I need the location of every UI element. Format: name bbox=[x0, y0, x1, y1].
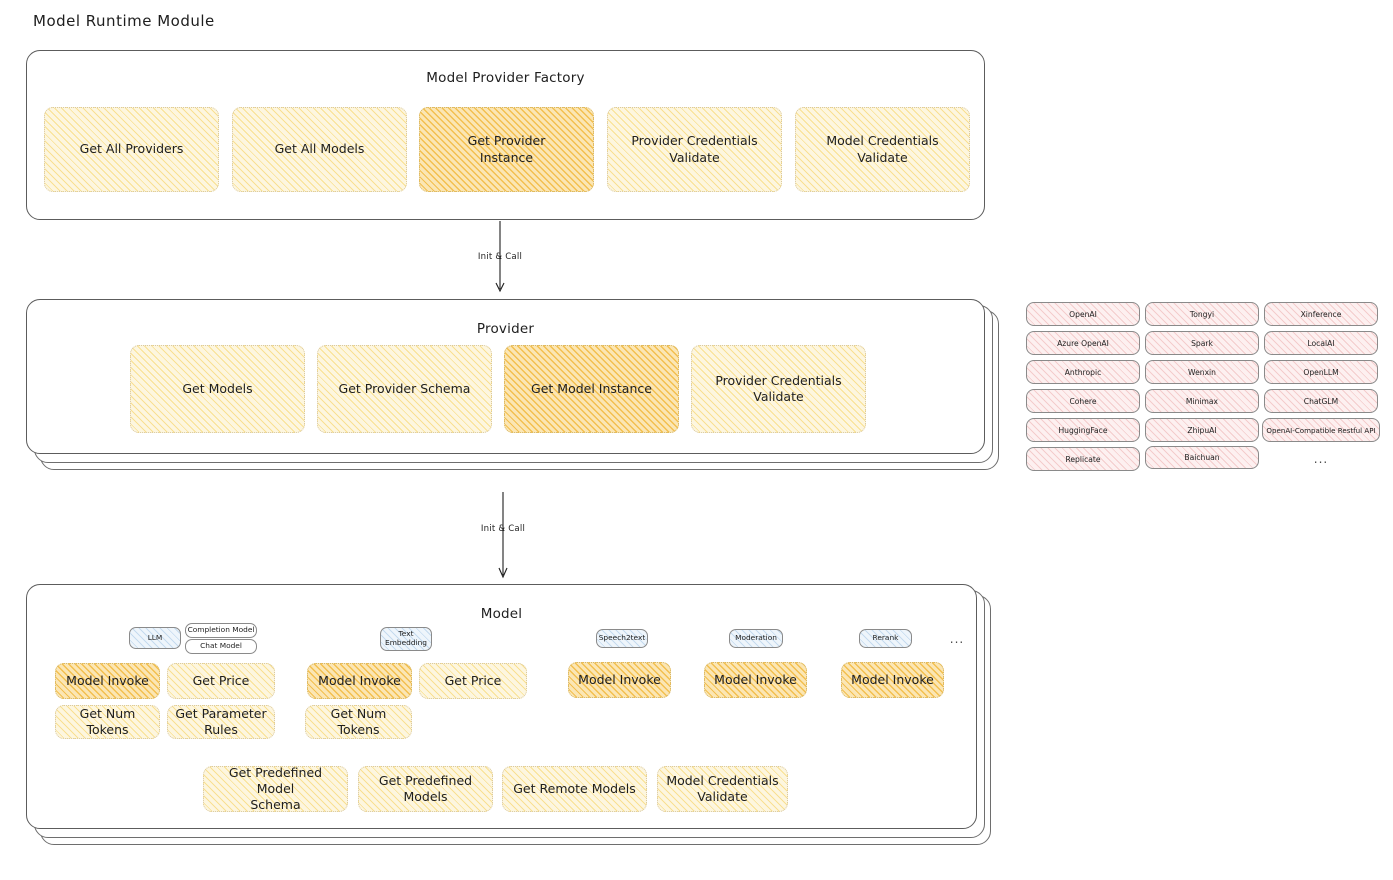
factory-box-label: Get All Models bbox=[274, 141, 365, 157]
moderation-box-model-invoke[interactable]: Model Invoke bbox=[704, 662, 807, 698]
provider-chip-chatglm[interactable]: ChatGLM bbox=[1264, 389, 1378, 413]
rerank-box-model-invoke[interactable]: Model Invoke bbox=[841, 662, 944, 698]
factory-box-label: Get All Providers bbox=[79, 141, 184, 157]
model-type-tag-speech2text[interactable]: Speech2text bbox=[596, 629, 648, 648]
arrow-label-init-and-call-1: Init & Call bbox=[477, 252, 523, 262]
factory-box-get-all-models[interactable]: Get All Models bbox=[232, 107, 407, 192]
page-title: Model Runtime Module bbox=[33, 12, 215, 30]
llm-box-get-parameter-rules[interactable]: Get Parameter Rules bbox=[167, 705, 275, 739]
provider-chip-azure-openai[interactable]: Azure OpenAI bbox=[1026, 331, 1140, 355]
provider-chip-localai[interactable]: LocalAI bbox=[1264, 331, 1378, 355]
arrow-factory-to-provider bbox=[495, 221, 505, 293]
arrow-provider-to-model bbox=[498, 492, 508, 579]
model-type-tag-rerank[interactable]: Rerank bbox=[859, 629, 912, 648]
provider-chip-openai-compatible-restful-api[interactable]: OpenAI-Compatible Restful API bbox=[1262, 418, 1380, 442]
provider-chip-zhipuai[interactable]: ZhipuAI bbox=[1145, 418, 1259, 442]
arrow-label-init-and-call-2: Init & Call bbox=[480, 524, 526, 534]
model-common-box-model-credentials-validate[interactable]: Model Credentials Validate bbox=[657, 766, 788, 812]
provider-box-get-provider-schema[interactable]: Get Provider Schema bbox=[317, 345, 492, 433]
provider-chip-openai[interactable]: OpenAI bbox=[1026, 302, 1140, 326]
factory-box-label: Provider Credentials Validate bbox=[631, 133, 758, 165]
factory-box-model-credentials-validate[interactable]: Model Credentials Validate bbox=[795, 107, 970, 192]
llm-box-get-price[interactable]: Get Price bbox=[167, 663, 275, 699]
provider-box-get-models[interactable]: Get Models bbox=[130, 345, 305, 433]
llm-box-label: Model Invoke bbox=[66, 672, 149, 688]
model-type-tag-text-embedding[interactable]: Text Embedding bbox=[380, 627, 432, 651]
provider-box-label: Get Models bbox=[182, 380, 253, 396]
provider-box-provider-credentials-validate[interactable]: Provider Credentials Validate bbox=[691, 345, 866, 433]
speech2text-box-model-invoke[interactable]: Model Invoke bbox=[568, 662, 671, 698]
factory-box-provider-credentials-validate[interactable]: Provider Credentials Validate bbox=[607, 107, 782, 192]
provider-box-label: Get Provider Schema bbox=[338, 380, 471, 396]
provider-chip-replicate[interactable]: Replicate bbox=[1026, 447, 1140, 471]
provider-chip-xinference[interactable]: Xinference bbox=[1264, 302, 1378, 326]
provider-chip-cohere[interactable]: Cohere bbox=[1026, 389, 1140, 413]
llm-box-model-invoke[interactable]: Model Invoke bbox=[55, 663, 160, 699]
model-subtag-completion-model[interactable]: Completion Model bbox=[185, 623, 257, 638]
factory-title: Model Provider Factory bbox=[426, 70, 585, 86]
rerank-box-label: Model Invoke bbox=[851, 671, 934, 687]
text-embedding-box-label: Get Num Tokens bbox=[330, 705, 387, 737]
provider-chip-wenxin[interactable]: Wenxin bbox=[1145, 360, 1259, 384]
model-common-box-label: Get Predefined Models bbox=[378, 772, 473, 804]
factory-box-label: Get Provider Instance bbox=[467, 133, 546, 165]
text-embedding-box-label: Get Price bbox=[444, 672, 502, 688]
provider-chip-huggingface[interactable]: HuggingFace bbox=[1026, 418, 1140, 442]
llm-box-label: Get Parameter Rules bbox=[175, 705, 267, 737]
llm-box-get-num-tokens[interactable]: Get Num Tokens bbox=[55, 705, 160, 739]
text-embedding-box-get-price[interactable]: Get Price bbox=[419, 663, 527, 699]
model-common-box-label: Get Remote Models bbox=[513, 780, 636, 796]
text-embedding-box-get-num-tokens[interactable]: Get Num Tokens bbox=[305, 705, 412, 739]
provider-chip-tongyi[interactable]: Tongyi bbox=[1145, 302, 1259, 326]
provider-box-label: Provider Credentials Validate bbox=[715, 372, 842, 404]
model-common-box-get-predefined-model-schema[interactable]: Get Predefined Model Schema bbox=[203, 764, 348, 813]
provider-list-more-ellipsis: ... bbox=[1313, 452, 1329, 466]
model-common-box-label: Model Credentials Validate bbox=[666, 772, 779, 804]
factory-box-label: Model Credentials Validate bbox=[826, 133, 939, 165]
moderation-box-label: Model Invoke bbox=[714, 671, 797, 687]
factory-box-get-all-providers[interactable]: Get All Providers bbox=[44, 107, 219, 192]
provider-box-get-model-instance[interactable]: Get Model Instance bbox=[504, 345, 679, 433]
provider-chip-spark[interactable]: Spark bbox=[1145, 331, 1259, 355]
model-type-tag-moderation[interactable]: Moderation bbox=[729, 629, 783, 648]
model-title: Model bbox=[480, 606, 523, 622]
model-common-box-get-predefined-models[interactable]: Get Predefined Models bbox=[358, 766, 493, 812]
model-type-tag-llm[interactable]: LLM bbox=[129, 627, 181, 649]
factory-box-get-provider-instance[interactable]: Get Provider Instance bbox=[419, 107, 594, 192]
provider-chip-anthropic[interactable]: Anthropic bbox=[1026, 360, 1140, 384]
provider-chip-openllm[interactable]: OpenLLM bbox=[1264, 360, 1378, 384]
provider-chip-baichuan[interactable]: Baichuan bbox=[1145, 446, 1259, 469]
provider-chip-minimax[interactable]: Minimax bbox=[1145, 389, 1259, 413]
text-embedding-box-label: Model Invoke bbox=[318, 672, 401, 688]
text-embedding-box-model-invoke[interactable]: Model Invoke bbox=[307, 663, 412, 699]
model-common-box-label: Get Predefined Model Schema bbox=[228, 764, 323, 813]
model-common-box-get-remote-models[interactable]: Get Remote Models bbox=[502, 766, 647, 812]
model-types-more-ellipsis: ... bbox=[949, 632, 965, 646]
provider-title: Provider bbox=[476, 321, 535, 337]
provider-box-label: Get Model Instance bbox=[531, 380, 652, 396]
speech2text-box-label: Model Invoke bbox=[578, 671, 661, 687]
model-subtag-chat-model[interactable]: Chat Model bbox=[185, 639, 257, 654]
llm-box-label: Get Price bbox=[192, 672, 250, 688]
llm-box-label: Get Num Tokens bbox=[79, 705, 136, 737]
